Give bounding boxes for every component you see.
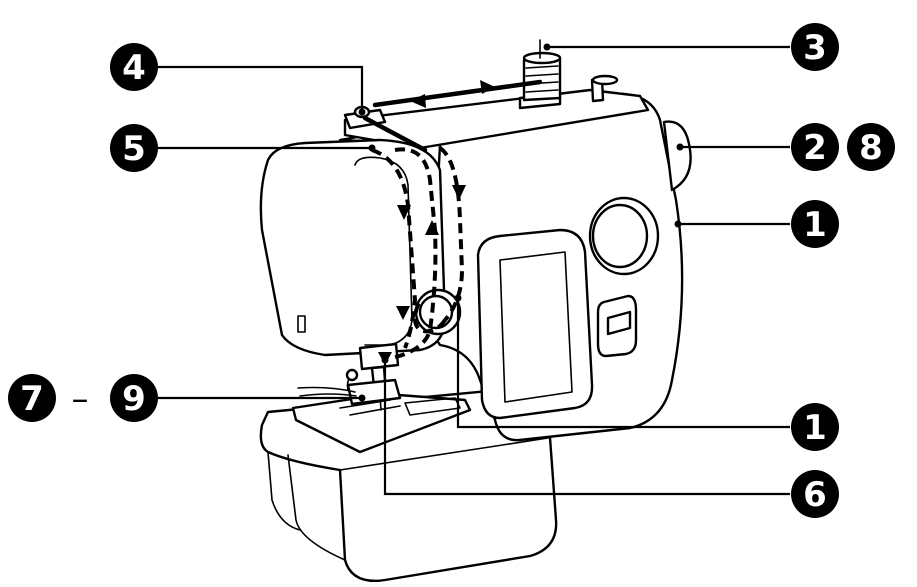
svg-text:7: 7 [20,379,44,419]
svg-text:6: 6 [803,475,827,515]
svg-text:3: 3 [803,28,827,68]
base-front-edge [339,437,549,471]
bobbin-cover [404,397,461,416]
face-plate-latch [297,315,306,333]
svg-text:1: 1 [803,205,827,245]
face-plate-inner [354,156,413,346]
callout-badge-5: 5 [110,124,158,172]
leader-dot-2-8 [676,143,684,151]
leader-dot-3 [543,43,551,51]
callout-badge-4: 4 [110,43,158,91]
callout-badges: 3 4 5 2 8 1 1 6 [8,23,895,518]
thread-direction-arrow-2 [410,94,426,108]
top-cover [343,88,650,150]
route-arrow-down-3 [396,306,410,320]
base-side-line [287,454,346,561]
callout-badge-9: 9 [110,374,158,422]
leader-lines [157,43,790,496]
pattern-selector-dial [588,196,660,276]
svg-text:8: 8 [859,128,883,168]
svg-text:4: 4 [122,48,146,88]
callout-badge-1-bottom: 1 [791,403,839,451]
svg-text:5: 5 [122,129,146,169]
handwheel [662,120,692,192]
callout-badge-1-top: 1 [791,200,839,248]
bobbin-winder-spindle [590,74,619,103]
threading-route-middle [391,147,438,360]
route-arrow-down-2 [452,185,466,200]
leader-1-bottom [456,298,790,429]
threading-route-loop [413,299,447,334]
thread-direction-arrow-1 [480,80,495,94]
leader-dot-7-9 [358,394,366,402]
thread-tension-dial [414,288,462,336]
callout-badge-6: 6 [791,470,839,518]
leader-dot-5 [368,144,376,152]
callout-badge-8: 8 [847,123,895,171]
route-arrow-up [425,220,439,235]
callout-badge-2: 2 [791,123,839,171]
svg-text:9: 9 [122,379,146,419]
leader-6 [383,360,790,496]
leader-dot-4 [358,108,366,116]
thread-guide-to-tension [362,115,428,153]
thread-spool-to-guide [372,79,543,108]
arm-opening-inner [499,251,573,403]
base-seam [267,451,301,531]
callout-badge-7: 7 [8,374,56,422]
route-arrow-down-1 [397,205,411,220]
sewing-machine-illustration [259,39,692,582]
leader-4 [157,65,364,110]
arm-opening [476,228,594,420]
spool [522,39,562,102]
svg-text:1: 1 [803,408,827,448]
leader-dot-1-top [674,220,682,228]
face-plate [259,138,447,357]
thread-tails [297,386,357,397]
leader-dot-6 [381,356,389,364]
svg-text:2: 2 [803,128,827,168]
threading-route-right [438,146,465,322]
stitch-length-dial [596,294,638,358]
callout-badge-3: 3 [791,23,839,71]
leader-dot-1-bottom [454,294,462,302]
callout-range-dash: – [72,379,89,419]
